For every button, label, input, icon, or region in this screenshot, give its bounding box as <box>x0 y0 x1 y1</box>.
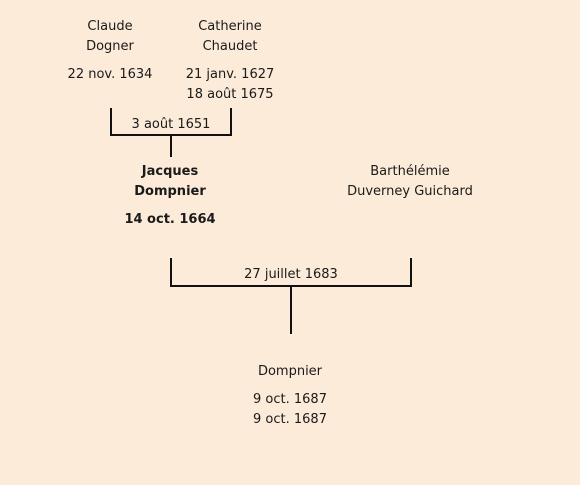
couple-descent-line <box>290 287 292 334</box>
parents-bracket-right <box>230 108 232 136</box>
spouse-first-name: Barthélémie <box>370 164 450 179</box>
parents-descent-line <box>170 136 172 157</box>
mother-last-name: Chaudet <box>202 39 258 54</box>
child-last-name: Dompnier <box>257 364 323 379</box>
father-last-name: Dogner <box>86 39 134 54</box>
child-birth-date: 9 oct. 1687 <box>253 392 327 407</box>
couple-bracket-bottom <box>170 285 412 287</box>
child-card[interactable]: Dompnier 9 oct. 1687 9 oct. 1687 <box>230 362 350 430</box>
spouse-last-name: Duverney Guichard <box>347 184 473 199</box>
mother-first-name: Catherine <box>198 19 262 34</box>
father-card[interactable]: Claude Dogner 22 nov. 1634 <box>60 17 160 85</box>
spouse-card[interactable]: Barthélémie Duverney Guichard <box>335 162 485 202</box>
subject-card[interactable]: Jacques Dompnier 14 oct. 1664 <box>110 162 230 230</box>
couple-marriage-date: 27 juillet 1683 <box>244 267 338 282</box>
subject-last-name: Dompnier <box>134 184 206 199</box>
father-first-name: Claude <box>87 19 133 34</box>
parents-bracket-bottom <box>110 134 232 136</box>
father-birth-date: 22 nov. 1634 <box>67 67 153 82</box>
subject-first-name: Jacques <box>141 164 199 179</box>
couple-bracket-left <box>170 258 172 287</box>
mother-card[interactable]: Catherine Chaudet 21 janv. 1627 18 août … <box>175 17 285 105</box>
mother-death-date: 18 août 1675 <box>186 87 274 102</box>
parents-bracket-left <box>110 108 112 136</box>
parents-marriage-date: 3 août 1651 <box>131 117 211 132</box>
subject-birth-date: 14 oct. 1664 <box>124 212 216 227</box>
couple-bracket-right <box>410 258 412 287</box>
mother-birth-date: 21 janv. 1627 <box>185 67 275 82</box>
child-death-date: 9 oct. 1687 <box>253 412 327 427</box>
